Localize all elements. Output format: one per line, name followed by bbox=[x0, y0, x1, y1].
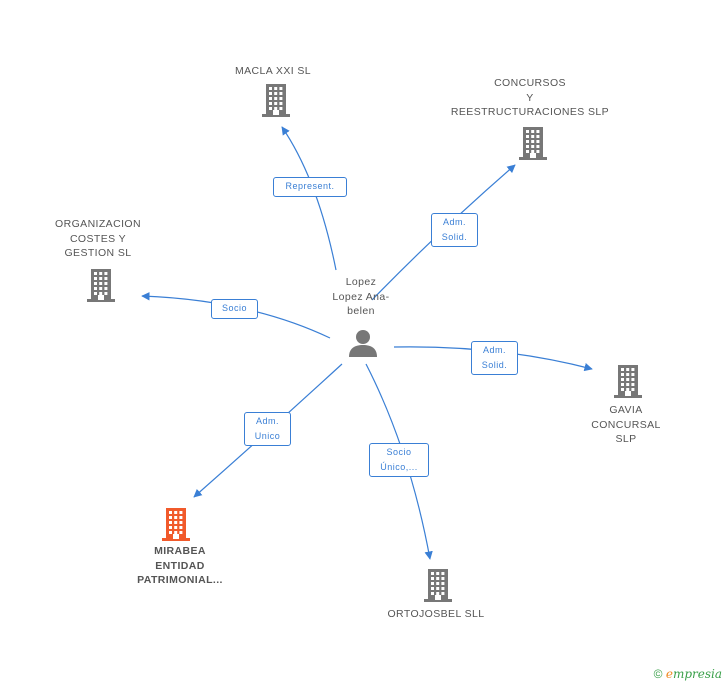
company-label-line: CONCURSOS bbox=[494, 77, 566, 89]
company-label-line: GESTION SL bbox=[64, 247, 132, 259]
company-label-gavia[interactable]: GAVIA CONCURSAL SLP bbox=[581, 403, 671, 447]
edge-label-line: Socio bbox=[386, 447, 412, 457]
edge-label-macla[interactable]: Represent. bbox=[273, 177, 347, 197]
company-label-organizacion[interactable]: ORGANIZACION COSTES Y GESTION SL bbox=[43, 217, 153, 261]
edge-label-line: Adm. bbox=[255, 416, 279, 426]
company-label-line: ENTIDAD bbox=[155, 559, 205, 572]
company-label-line: COSTES Y bbox=[69, 232, 127, 245]
empresia-footer: © empresia bbox=[654, 667, 722, 681]
edge-label-gavia[interactable]: Adm. Solid. bbox=[471, 341, 518, 375]
building-icon[interactable] bbox=[261, 83, 291, 122]
building-icon[interactable] bbox=[423, 568, 453, 607]
edge-label-line: Represent. bbox=[285, 181, 335, 191]
building-icon[interactable] bbox=[86, 268, 116, 307]
company-label-line: Y bbox=[526, 91, 534, 104]
edge-label-mirabea[interactable]: Adm. Unico bbox=[244, 412, 291, 446]
person-label-line: Lopez Ana- bbox=[332, 290, 390, 303]
edge-label-organizacion[interactable]: Socio bbox=[211, 299, 258, 319]
company-label-ortojosbel[interactable]: ORTOJOSBEL SLL bbox=[376, 607, 496, 622]
company-label-line: CONCURSAL bbox=[591, 418, 661, 431]
person-icon[interactable] bbox=[348, 328, 378, 363]
company-label-line: ORGANIZACION bbox=[55, 218, 141, 230]
company-label-line: MACLA XXI SL bbox=[235, 65, 311, 77]
edge-label-line: Adm. bbox=[482, 345, 506, 355]
edge-macla bbox=[281, 126, 337, 271]
copyright-symbol: © bbox=[653, 667, 663, 681]
company-label-line: MIRABEA bbox=[154, 545, 206, 557]
building-icon[interactable] bbox=[518, 126, 548, 165]
building-icon[interactable] bbox=[161, 507, 191, 546]
edge-label-concursos[interactable]: Adm. Solid. bbox=[431, 213, 478, 247]
building-icon[interactable] bbox=[613, 364, 643, 403]
company-label-concursos[interactable]: CONCURSOS Y REESTRUCTURACIONES SLP bbox=[445, 76, 615, 120]
company-label-line: REESTRUCTURACIONES SLP bbox=[450, 106, 610, 118]
edge-label-line: Socio bbox=[221, 303, 247, 313]
edge-label-line: Solid. bbox=[481, 360, 508, 370]
company-label-line: PATRIMONIAL... bbox=[137, 574, 223, 586]
company-label-line: SLP bbox=[615, 433, 637, 445]
company-label-mirabea[interactable]: MIRABEA ENTIDAD PATRIMONIAL... bbox=[120, 544, 240, 588]
edge-label-line: Único,... bbox=[380, 462, 418, 472]
person-label-line: belen bbox=[347, 305, 375, 317]
empresia-logo: empresia bbox=[665, 667, 722, 681]
company-label-line: GAVIA bbox=[609, 404, 643, 416]
edge-label-line: Solid. bbox=[441, 232, 468, 242]
company-label-macla[interactable]: MACLA XXI SL bbox=[213, 64, 333, 79]
person-label-line: Lopez bbox=[345, 276, 377, 288]
company-label-line: ORTOJOSBEL SLL bbox=[387, 608, 485, 620]
edge-label-line: Adm. bbox=[442, 217, 466, 227]
edge-label-line: Unico bbox=[254, 431, 281, 441]
